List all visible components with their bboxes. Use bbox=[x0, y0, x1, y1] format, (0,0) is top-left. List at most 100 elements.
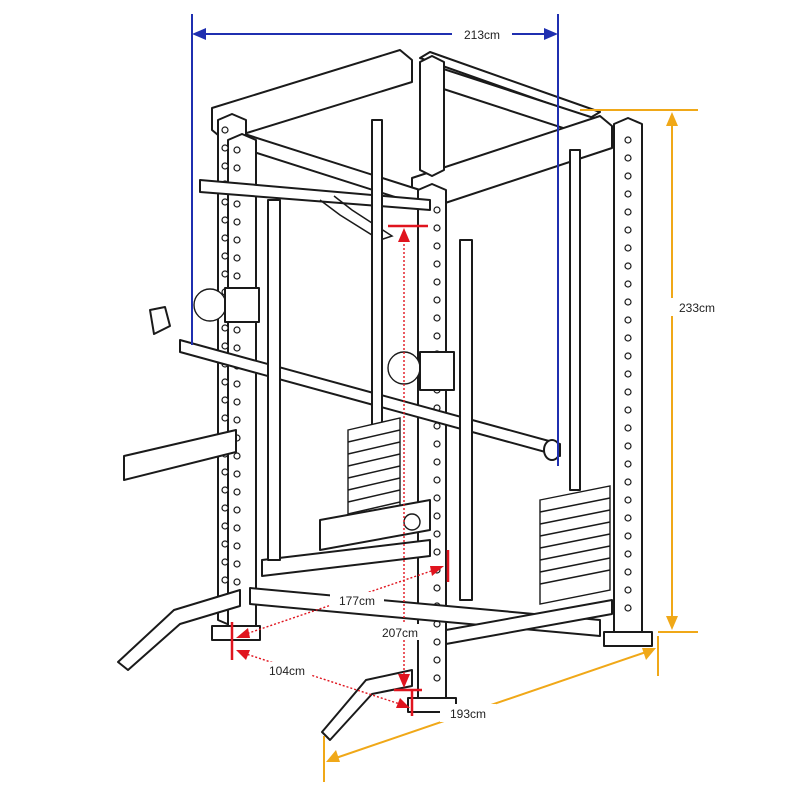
upright-hole bbox=[624, 316, 632, 324]
dim-height: 233cm bbox=[580, 109, 724, 633]
upright-hole bbox=[233, 326, 241, 334]
pull-up-handle bbox=[319, 195, 394, 241]
upright-hole bbox=[233, 164, 241, 172]
upright-hole bbox=[433, 296, 441, 304]
upright-hole bbox=[433, 476, 441, 484]
upright-hole bbox=[433, 260, 441, 268]
upright-hole bbox=[624, 244, 632, 252]
upright-hole bbox=[624, 532, 632, 540]
dim-inner-height: 207cm bbox=[372, 224, 428, 692]
upright-hole bbox=[624, 406, 632, 414]
foot-rear-left bbox=[211, 625, 261, 641]
upright-hole bbox=[221, 468, 229, 476]
upright-hole bbox=[221, 540, 229, 548]
upright-hole bbox=[233, 236, 241, 244]
foot-front-right bbox=[603, 631, 653, 647]
upright-hole bbox=[624, 604, 632, 612]
upright-hole bbox=[624, 460, 632, 468]
upright-hole bbox=[433, 674, 441, 682]
upright-hole bbox=[624, 334, 632, 342]
inner-height-label: 207cm bbox=[382, 626, 418, 640]
dim-inner-depth: 104cm bbox=[236, 650, 414, 716]
upright-hole bbox=[433, 278, 441, 286]
upright-hole bbox=[221, 378, 229, 386]
upright-hole bbox=[221, 234, 229, 242]
upright-hole bbox=[433, 206, 441, 214]
low-pulley-arm bbox=[319, 499, 431, 551]
upright-hole bbox=[233, 506, 241, 514]
upright-hole bbox=[221, 342, 229, 350]
upright-hole bbox=[233, 146, 241, 154]
upright-hole bbox=[433, 440, 441, 448]
upright-hole bbox=[233, 344, 241, 352]
back-top-crossbeam bbox=[211, 49, 413, 141]
upright-hole bbox=[233, 560, 241, 568]
upright-hole bbox=[233, 578, 241, 586]
upright-hole bbox=[233, 542, 241, 550]
upright-hole bbox=[221, 162, 229, 170]
upright-hole bbox=[233, 254, 241, 262]
upright-hole bbox=[233, 200, 241, 208]
stabilizer-front bbox=[321, 669, 413, 741]
upright-hole bbox=[624, 262, 632, 270]
upright-hole bbox=[433, 494, 441, 502]
depth-label: 193cm bbox=[450, 707, 486, 721]
height-label: 233cm bbox=[679, 301, 715, 315]
rear-right-upright-top bbox=[419, 55, 445, 177]
upright-hole bbox=[624, 586, 632, 594]
upright-hole bbox=[233, 398, 241, 406]
guide-rod-right bbox=[569, 149, 581, 491]
inner-depth-label: 104cm bbox=[269, 664, 305, 678]
pulley-carriage-center bbox=[419, 351, 455, 391]
pulley-left bbox=[193, 288, 227, 322]
weight-stack-rear bbox=[347, 417, 401, 525]
upright-hole bbox=[624, 424, 632, 432]
upright-hole bbox=[433, 332, 441, 340]
upright-hole bbox=[433, 242, 441, 250]
stabilizer-left bbox=[117, 589, 241, 671]
upright-hole bbox=[221, 558, 229, 566]
base-beam-front bbox=[445, 599, 613, 645]
upright-hole bbox=[233, 488, 241, 496]
dim-width-top: 213cm bbox=[191, 14, 559, 466]
upright-hole bbox=[233, 380, 241, 388]
upright-hole bbox=[221, 324, 229, 332]
dim-depth: 193cm bbox=[323, 636, 659, 782]
upright-hole bbox=[624, 352, 632, 360]
bar-end bbox=[543, 439, 561, 461]
upright-hole bbox=[233, 218, 241, 226]
power-rack-drawing bbox=[117, 49, 653, 741]
upright-hole bbox=[624, 388, 632, 396]
upright-hole bbox=[233, 272, 241, 280]
upright-hole bbox=[221, 504, 229, 512]
upright-hole bbox=[624, 172, 632, 180]
upright-hole bbox=[221, 144, 229, 152]
upright-hole bbox=[624, 190, 632, 198]
cable-handle bbox=[149, 306, 171, 335]
upright-hole bbox=[624, 370, 632, 378]
upright-hole bbox=[233, 452, 241, 460]
low-pulley bbox=[403, 513, 421, 531]
upright-hole bbox=[433, 530, 441, 538]
upright-hole bbox=[221, 576, 229, 584]
upright-hole bbox=[624, 514, 632, 522]
base-beam-rear bbox=[261, 539, 431, 577]
upright-hole bbox=[624, 442, 632, 450]
upright-hole bbox=[624, 298, 632, 306]
upright-hole bbox=[433, 458, 441, 466]
upright-hole bbox=[624, 478, 632, 486]
upright-hole bbox=[221, 396, 229, 404]
guide-rod-rear bbox=[371, 119, 383, 431]
upright-hole bbox=[624, 568, 632, 576]
upright-holes bbox=[221, 126, 632, 682]
width-top-label: 213cm bbox=[464, 28, 500, 42]
upright-hole bbox=[221, 486, 229, 494]
guide-rod-center bbox=[459, 239, 473, 601]
upright-hole bbox=[233, 416, 241, 424]
upright-hole bbox=[624, 496, 632, 504]
upright-hole bbox=[233, 524, 241, 532]
upright-hole bbox=[221, 270, 229, 278]
upright-hole bbox=[624, 208, 632, 216]
